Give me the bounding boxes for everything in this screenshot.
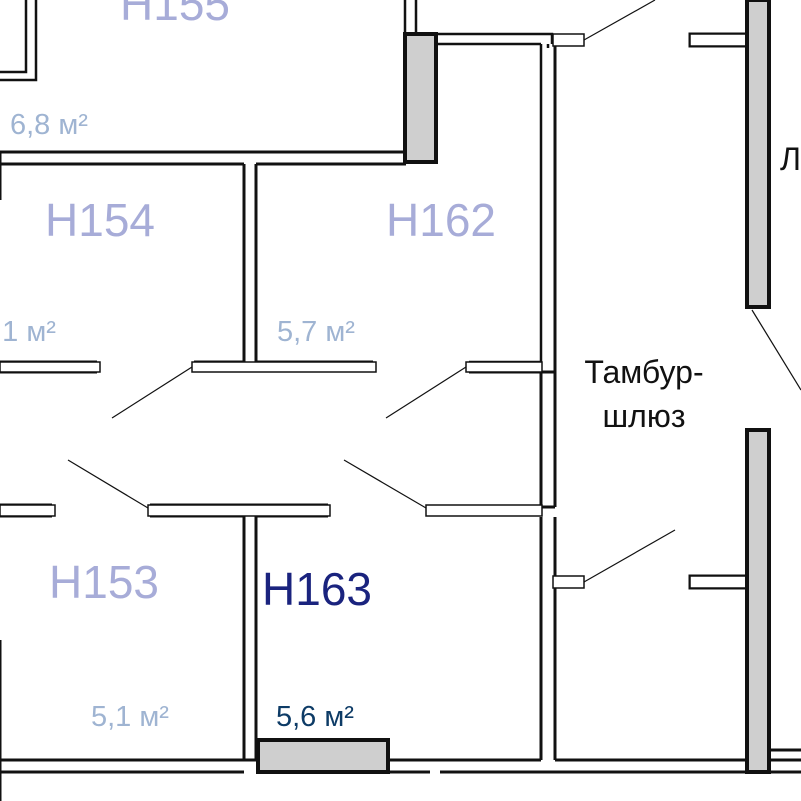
door-frame bbox=[552, 33, 585, 47]
column-right-bottom bbox=[745, 428, 771, 774]
door-frame bbox=[0, 504, 56, 517]
door-frames bbox=[0, 33, 747, 589]
room-area-h153: 5,1 м² bbox=[91, 701, 169, 733]
door-frame bbox=[689, 33, 747, 47]
door-swings bbox=[67, 0, 801, 583]
room-area-h154: 4,1 м² bbox=[0, 316, 56, 348]
door-frame bbox=[147, 504, 331, 517]
room-labels: H155 6,8 м² H154 4,1 м² H162 5,7 м² H153… bbox=[0, 0, 801, 733]
column-h155 bbox=[403, 32, 438, 164]
room-area-h155: 6,8 м² bbox=[10, 109, 88, 141]
door-frame bbox=[191, 361, 377, 373]
door-swing bbox=[111, 366, 193, 419]
door-swing bbox=[583, 529, 676, 583]
room-area-h162: 5,7 м² bbox=[277, 316, 355, 348]
wall-h162-right-outer bbox=[436, 32, 554, 46]
columns bbox=[256, 0, 801, 774]
door-frame bbox=[0, 361, 101, 373]
column-h163 bbox=[256, 738, 390, 774]
wall-right-edge bbox=[767, 0, 801, 752]
wall-h155-right bbox=[403, 0, 418, 34]
wall-h155-bottom bbox=[0, 150, 406, 200]
vestibule-label-line1: Тамбур- bbox=[584, 354, 703, 390]
door-frame bbox=[425, 504, 543, 517]
door-swing bbox=[583, 0, 656, 41]
door-swing bbox=[67, 459, 149, 509]
room-label-h153: H153 bbox=[49, 556, 159, 608]
door-swing bbox=[751, 309, 801, 391]
door-swing bbox=[343, 459, 427, 509]
door-frame bbox=[689, 575, 747, 589]
side-room-label: Л bbox=[780, 141, 801, 177]
wall-bottom bbox=[0, 758, 801, 774]
door-frame bbox=[465, 361, 543, 373]
room-area-h163: 5,6 м² bbox=[276, 701, 354, 733]
wall-h153-top bbox=[0, 360, 97, 518]
vestibule-label-line2: шлюз bbox=[602, 398, 685, 434]
wall-corridor-left bbox=[428, 46, 557, 760]
door-swing bbox=[385, 366, 467, 419]
wall-h155-left bbox=[0, 0, 38, 82]
door-frame bbox=[552, 575, 585, 589]
room-label-h162: H162 bbox=[386, 194, 496, 246]
room-label-h155: H155 bbox=[120, 0, 230, 30]
room-label-h154: H154 bbox=[45, 194, 155, 246]
room-label-h163: H163 bbox=[262, 563, 372, 615]
column-right-top bbox=[745, 0, 771, 309]
